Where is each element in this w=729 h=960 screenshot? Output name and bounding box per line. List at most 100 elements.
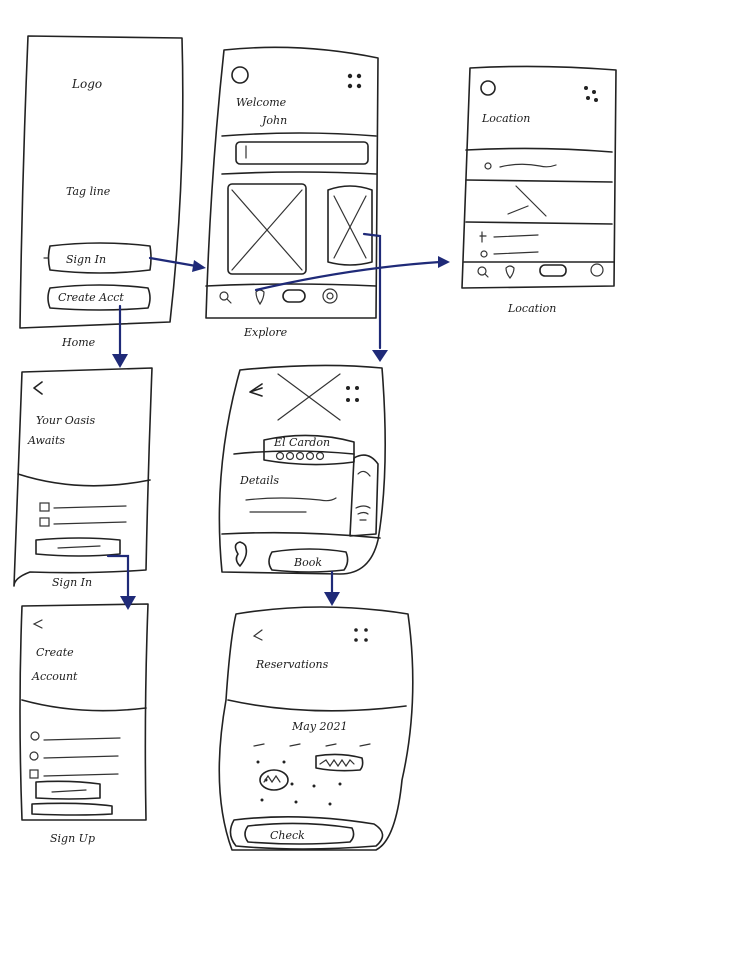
location-title: Location <box>481 112 530 125</box>
sign-up-back-icon[interactable] <box>32 619 43 629</box>
sign-in-title-1: Your Oasis <box>36 414 96 427</box>
explore-card-image-2[interactable] <box>327 185 373 266</box>
sign-up-submit-button[interactable] <box>35 780 101 800</box>
explore-user-name: John <box>260 114 287 127</box>
screen-reservations: Reservations May 2021 Check <box>218 606 414 851</box>
location-divider-2 <box>465 179 613 183</box>
reservations-curve <box>227 699 407 712</box>
screen-home: Logo Tag line Sign In Create Acct Home <box>19 35 184 349</box>
reservations-check-button-outer <box>229 816 384 850</box>
detail-wifi-icon <box>355 505 371 521</box>
explore-location-pin-icon[interactable] <box>255 289 265 306</box>
explore-welcome: Welcome <box>236 96 287 109</box>
home-create-label: Create Acct <box>58 291 124 304</box>
reservations-check-button[interactable] <box>244 822 355 845</box>
screen-location: Location Location <box>461 65 617 315</box>
explore-divider <box>221 132 377 137</box>
location-divider-1 <box>465 147 613 153</box>
sign-up-field-1[interactable] <box>30 731 121 741</box>
detail-menu-dots-icon[interactable] <box>346 386 359 402</box>
detail-details-label: Details <box>239 474 279 487</box>
flow-arrow-explore-to-location <box>254 256 450 292</box>
detail-bottom-divider <box>221 531 381 539</box>
screen-sign-up: Create Account Sign Up <box>19 603 149 845</box>
sign-up-field-2[interactable] <box>29 751 119 761</box>
explore-search-icon[interactable] <box>219 291 232 304</box>
home-tagline: Tag line <box>66 185 111 198</box>
detail-divider <box>233 450 355 455</box>
explore-menu-dots-icon[interactable] <box>347 73 362 89</box>
screen-home-frame <box>19 35 184 329</box>
reservations-selected-day[interactable] <box>259 769 289 791</box>
reservations-selected-range[interactable] <box>315 753 364 772</box>
reservations-weekday-row <box>253 743 371 747</box>
sign-in-title-2: Awaits <box>27 434 65 447</box>
screen-explore: Welcome John Explore <box>205 46 379 339</box>
reservations-check-label: Check <box>270 829 305 842</box>
location-pin-icon <box>484 162 492 170</box>
detail-back-icon[interactable] <box>249 383 263 397</box>
detail-favorite-heart-icon[interactable] <box>234 541 248 567</box>
reservations-title: Reservations <box>255 658 329 671</box>
detail-book-button[interactable] <box>268 548 349 573</box>
sign-up-field-3[interactable] <box>29 769 119 779</box>
explore-card-image-1[interactable] <box>227 183 307 275</box>
location-menu-dots-icon[interactable] <box>584 86 598 102</box>
screen-detail: El Cardon Details Book <box>218 364 386 575</box>
sign-up-title-2: Account <box>31 670 78 683</box>
detail-hero-image[interactable] <box>277 373 341 421</box>
flow-arrow-signin-to-explore <box>148 256 206 272</box>
reservations-back-icon[interactable] <box>252 629 263 641</box>
location-search-icon[interactable] <box>477 266 489 278</box>
reservations-calendar-days[interactable] <box>256 760 342 806</box>
sign-in-submit-label-line <box>57 545 101 549</box>
flow-arrow-card-to-detail <box>362 232 388 362</box>
screen-sign-up-frame <box>19 603 149 821</box>
sign-in-curve <box>17 473 151 487</box>
sign-in-password-field[interactable] <box>39 517 127 527</box>
reservations-day-scribble <box>263 774 281 784</box>
location-caption: Location <box>507 302 556 315</box>
sign-up-title-1: Create <box>36 646 74 659</box>
sign-in-back-icon[interactable] <box>33 381 43 395</box>
explore-avatar-icon[interactable] <box>231 66 249 84</box>
screen-explore-frame <box>205 46 379 319</box>
flow-arrow-create-to-signin <box>112 304 128 368</box>
screen-location-frame <box>461 65 617 289</box>
sign-in-submit-button[interactable] <box>35 537 121 557</box>
location-avatar-icon[interactable] <box>480 80 496 96</box>
explore-settings-icon[interactable] <box>322 288 338 304</box>
explore-nav-divider <box>205 283 377 287</box>
sign-up-secondary-button[interactable] <box>31 802 113 816</box>
location-divider-3 <box>465 221 613 225</box>
sign-in-username-field[interactable] <box>39 502 127 512</box>
sign-in-caption: Sign In <box>52 576 92 589</box>
screen-sign-in-frame <box>13 367 153 587</box>
explore-caption: Explore <box>243 326 288 339</box>
location-address-line <box>499 163 557 168</box>
detail-place-name: El Cardon <box>273 436 330 449</box>
explore-search-input[interactable] <box>235 141 369 165</box>
reservations-menu-dots-icon[interactable] <box>354 628 368 642</box>
home-create-button[interactable] <box>47 284 151 311</box>
detail-amenity-icon-1 <box>357 470 371 477</box>
flow-arrow-book-to-reservations <box>324 570 340 606</box>
screen-sign-in: Your Oasis Awaits Sign In <box>13 367 153 589</box>
screen-reservations-frame <box>218 606 414 851</box>
detail-description-line-1 <box>245 497 337 502</box>
reservations-range-scribble <box>319 758 355 768</box>
home-sign-in-button[interactable] <box>47 242 152 274</box>
location-info-row-2 <box>480 250 539 258</box>
location-map-sketch[interactable] <box>507 185 547 217</box>
sign-up-curve <box>21 699 147 712</box>
location-settings-icon[interactable] <box>590 263 604 277</box>
detail-side-panel <box>349 454 379 537</box>
explore-bookings-icon[interactable] <box>282 289 306 303</box>
detail-rating-stars <box>275 451 325 461</box>
home-logo: Logo <box>71 77 102 91</box>
location-bookings-icon[interactable] <box>539 264 567 277</box>
sign-up-submit-label-line <box>51 789 87 793</box>
screen-detail-frame <box>218 364 386 575</box>
location-pin-nav-icon[interactable] <box>505 265 515 279</box>
